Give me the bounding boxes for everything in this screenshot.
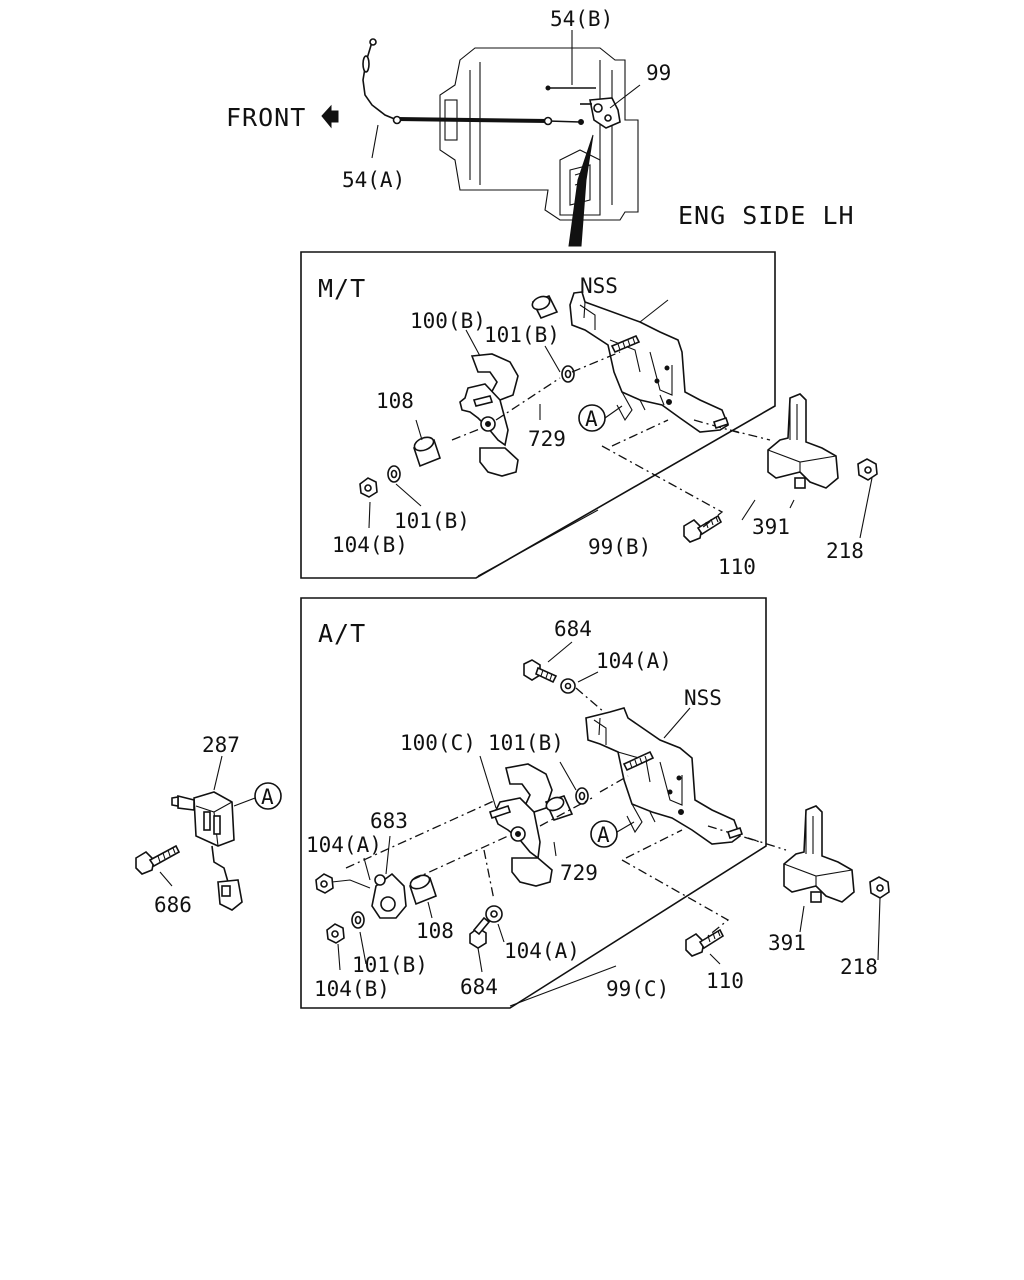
at-ref-circle-a: A (597, 823, 610, 847)
at-callout-729: 729 (560, 861, 598, 885)
at-callout-684-top: 684 (554, 617, 592, 641)
at-callout-391: 391 (768, 931, 806, 955)
at-detail-frame (300, 597, 767, 1009)
at-callout-104b: 104(B) (314, 977, 390, 1001)
at-callout-110: 110 (706, 969, 744, 993)
mt-callout-100b: 100(B) (410, 309, 486, 333)
at-callout-nss: NSS (684, 686, 722, 710)
at-callout-101b-bottom: 101(B) (352, 953, 428, 977)
mt-callout-nss: NSS (580, 274, 618, 298)
mt-detail-frame (300, 251, 776, 579)
at-callout-99c: 99(C) (606, 977, 669, 1001)
at-callout-218: 218 (840, 955, 878, 979)
eng-side-label: ENG SIDE LH (678, 201, 855, 230)
callout-54a: 54(A) (342, 168, 405, 192)
mt-section-title: M/T (318, 274, 366, 303)
at-callout-100c: 100(C) (400, 731, 476, 755)
at-parts (315, 641, 890, 1007)
at-callout-104a-mid: 104(A) (504, 939, 580, 963)
at-callout-108: 108 (416, 919, 454, 943)
at-callout-104a-top: 104(A) (596, 649, 672, 673)
engine-overview (321, 30, 641, 247)
mt-parts (359, 291, 878, 577)
at-section-title: A/T (318, 619, 366, 648)
mt-callout-218: 218 (826, 539, 864, 563)
mt-callout-101b-bottom: 101(B) (394, 509, 470, 533)
mt-callout-101b-top: 101(B) (484, 323, 560, 347)
mt-callout-108: 108 (376, 389, 414, 413)
switch-callout-686: 686 (154, 893, 192, 917)
mt-callout-391: 391 (752, 515, 790, 539)
front-label: FRONT (226, 103, 306, 132)
neutral-switch-287 (135, 755, 282, 911)
at-callout-683: 683 (370, 809, 408, 833)
callout-99: 99 (646, 61, 671, 85)
at-callout-101b-top: 101(B) (488, 731, 564, 755)
callout-54b: 54(B) (550, 7, 613, 31)
mt-callout-729: 729 (528, 427, 566, 451)
at-callout-104a-left: 104(A) (306, 833, 382, 857)
at-callout-684-bottom: 684 (460, 975, 498, 999)
mt-ref-circle-a: A (585, 407, 598, 431)
switch-ref-circle-a: A (261, 785, 274, 809)
switch-callout-287: 287 (202, 733, 240, 757)
mt-callout-104b: 104(B) (332, 533, 408, 557)
mt-callout-99b: 99(B) (588, 535, 651, 559)
mt-callout-110: 110 (718, 555, 756, 579)
